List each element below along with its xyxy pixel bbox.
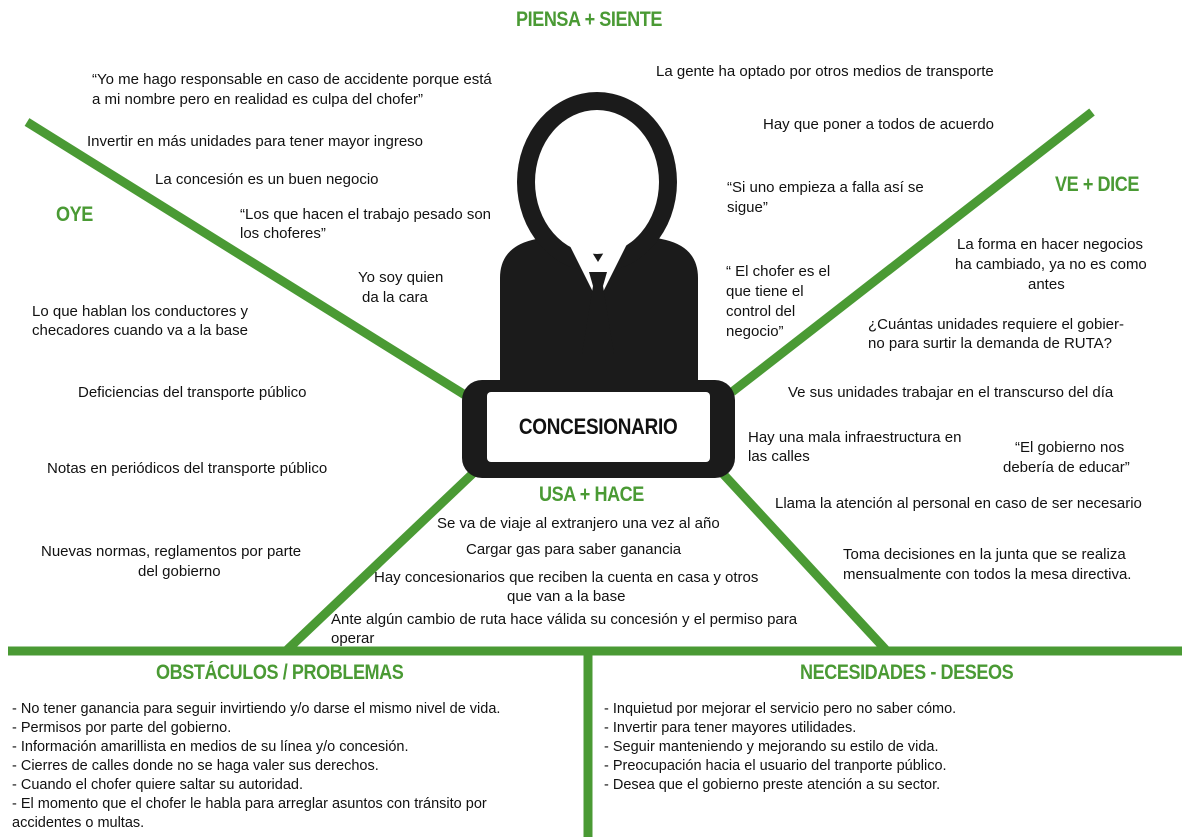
list-item: accidentes o multas. (12, 815, 145, 831)
center-label-box: CONCESIONARIO (487, 392, 710, 462)
list-item: - Información amarillista en medios de s… (12, 739, 409, 755)
piensa-control-line4: negocio” (726, 323, 784, 340)
list-item: - El momento que el chofer le habla para… (12, 796, 487, 812)
list-item: - Cuando el chofer quiere saltar su auto… (12, 777, 303, 793)
piensa-cara-line1: Yo soy quien (358, 269, 444, 286)
usa-gas: Cargar gas para saber ganancia (466, 541, 682, 558)
ve-educar-line1: “El gobierno nos (1015, 439, 1125, 456)
ve-toma-line1: Toma decisiones en la junta que se reali… (843, 546, 1126, 563)
piensa-quote-accidente-line2: a mi nombre pero en realidad es culpa de… (92, 91, 424, 108)
person-with-tie-icon (500, 92, 698, 380)
ve-unidades: Ve sus unidades trabajar en el transcurs… (788, 384, 1114, 401)
piensa-falla-line1: “Si uno empieza a falla así se (727, 179, 924, 196)
ve-cuantas-line2: no para surtir la demanda de RUTA? (868, 335, 1113, 352)
usa-viaje: Se va de viaje al extranjero una vez al … (437, 515, 720, 532)
heading-obstaculos: OBSTÁCULOS / PROBLEMAS (156, 661, 404, 684)
heading-usa-hace: USA + HACE (539, 483, 644, 506)
divider-top-right (729, 108, 1095, 396)
list-item: - Cierres de calles donde no se haga val… (12, 758, 379, 774)
divider-bottom-right (709, 459, 890, 654)
usa-ruta-line2: operar (331, 630, 375, 647)
heading-oye: OYE (56, 203, 93, 226)
list-item: - Preocupación hacia el usuario del tran… (604, 758, 947, 774)
piensa-invertir: Invertir en más unidades para tener mayo… (87, 133, 424, 150)
list-item: - Desea que el gobierno preste atención … (604, 777, 941, 793)
ve-infra-line2: las calles (748, 448, 810, 465)
necesidades-list: - Inquietud por mejorar el servicio pero… (604, 700, 956, 795)
divider-bottom-left (283, 456, 491, 654)
ve-forma-line1: La forma en hacer negocios (957, 236, 1143, 253)
heading-ve-dice: VE + DICE (1055, 173, 1139, 196)
piensa-gente: La gente ha optado por otros medios de t… (656, 63, 994, 80)
piensa-control-line1: “ El chofer es el (726, 263, 831, 280)
list-item: - Seguir manteniendo y mejorando su esti… (604, 739, 939, 755)
oye-notas: Notas en periódicos del transporte públi… (47, 460, 328, 477)
oye-deficiencias: Deficiencias del transporte público (78, 384, 307, 401)
piensa-pesado-line1: “Los que hacen el trabajo pesado son (240, 206, 492, 223)
oye-conductores-line2: checadores cuando va a la base (32, 322, 248, 339)
piensa-falla-line2: sigue” (727, 199, 768, 216)
ve-cuantas-line1: ¿Cuántas unidades requiere el gobier- (868, 316, 1124, 333)
center-label-text: CONCESIONARIO (519, 414, 678, 439)
heading-piensa-siente: PIENSA + SIENTE (516, 8, 662, 31)
piensa-control-line3: control del (726, 303, 796, 320)
ve-forma-line3: antes (1028, 276, 1065, 293)
divider-top-left (24, 118, 468, 399)
list-item: - Inquietud por mejorar el servicio pero… (604, 701, 957, 717)
usa-cuenta-line1: Hay concesionarios que reciben la cuenta… (374, 569, 759, 586)
list-item: - No tener ganancia para seguir invirtie… (12, 701, 501, 717)
ve-infra-line1: Hay una mala infraestructura en (748, 429, 962, 446)
list-item: - Permisos por parte del gobierno. (12, 720, 232, 736)
piensa-concesion: La concesión es un buen negocio (155, 171, 379, 188)
oye-normas-line2: del gobierno (138, 563, 221, 580)
list-item: - Invertir para tener mayores utilidades… (604, 720, 857, 736)
piensa-pesado-line2: los choferes” (240, 225, 326, 242)
oye-conductores-line1: Lo que hablan los conductores y (32, 303, 248, 320)
ve-llama: Llama la atención al personal en caso de… (775, 495, 1142, 512)
piensa-quote-accidente-line1: “Yo me hago responsable en caso de accid… (92, 71, 492, 88)
piensa-acuerdo: Hay que poner a todos de acuerdo (763, 116, 994, 133)
ve-forma-line2: ha cambiado, ya no es como (955, 256, 1147, 273)
usa-cuenta-line2: que van a la base (507, 588, 626, 605)
usa-ruta-line1: Ante algún cambio de ruta hace válida su… (331, 611, 798, 628)
obstaculos-list: - No tener ganancia para seguir invirtie… (12, 700, 500, 833)
piensa-control-line2: que tiene el (726, 283, 804, 300)
ve-toma-line2: mensualmente con todos la mesa directiva… (843, 566, 1132, 583)
oye-normas-line1: Nuevas normas, reglamentos por parte (41, 543, 302, 560)
heading-necesidades: NECESIDADES - DESEOS (800, 661, 1014, 684)
ve-educar-line2: debería de educar” (1003, 459, 1130, 476)
piensa-cara-line2: da la cara (362, 289, 428, 306)
